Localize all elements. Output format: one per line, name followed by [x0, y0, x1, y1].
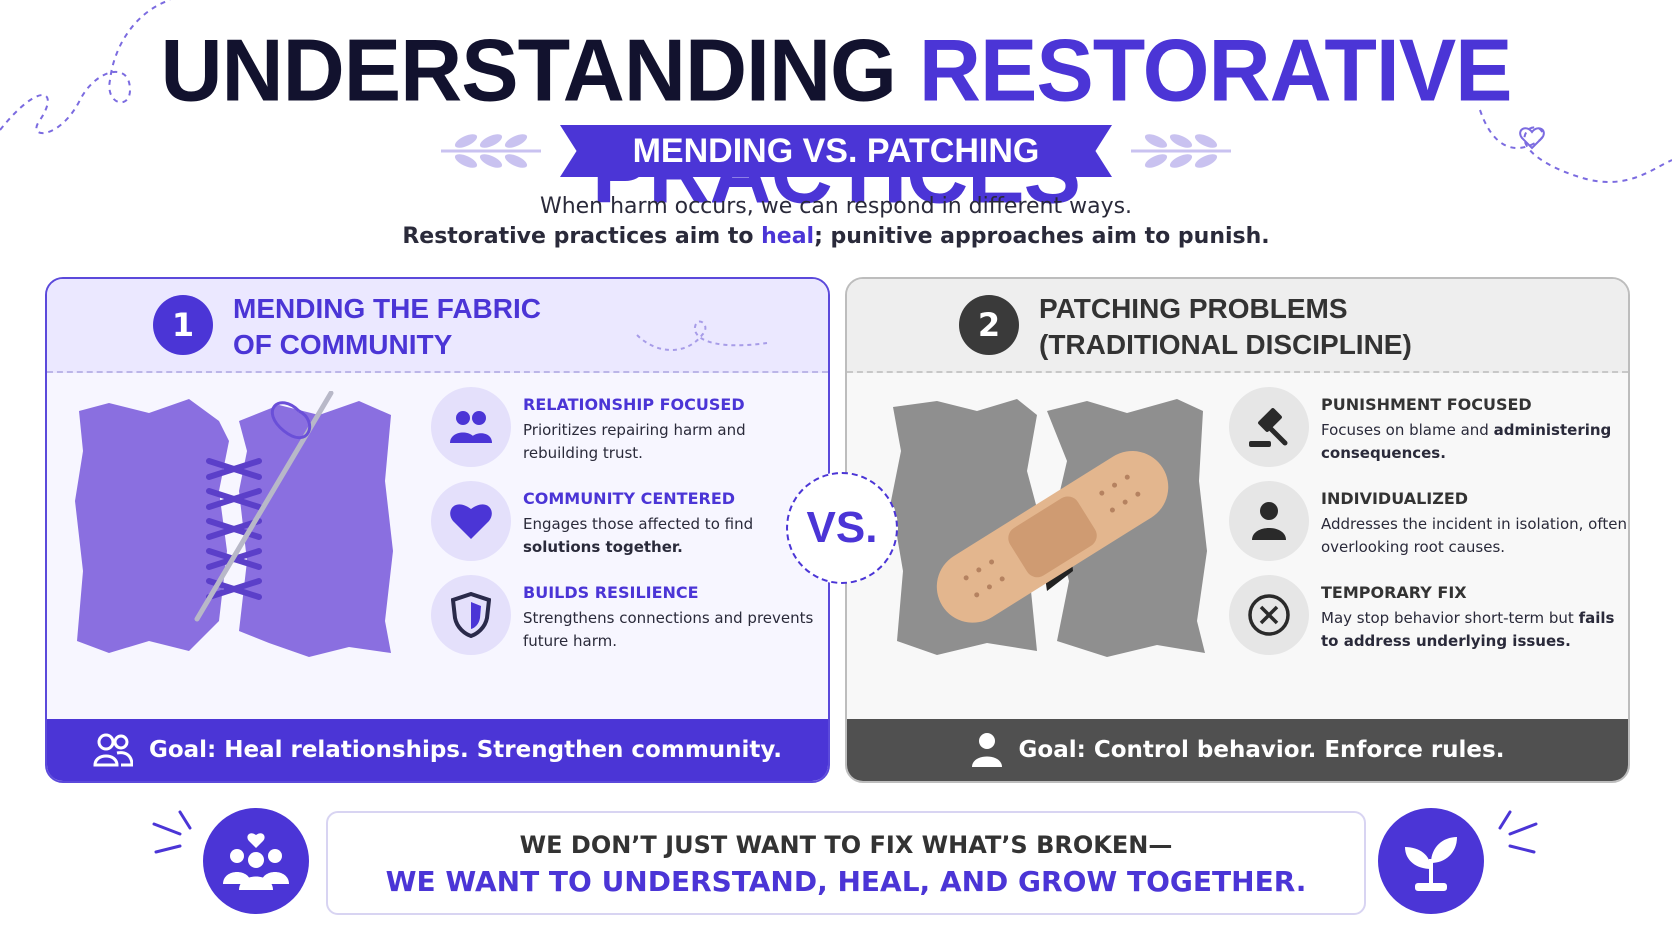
feature-title: TEMPORARY FIX [1321, 583, 1467, 602]
feature-description: Focuses on blame and administering conse… [1321, 419, 1621, 465]
feature-title: INDIVIDUALIZED [1321, 489, 1469, 508]
panel-patching: 2 PATCHING PROBLEMS (TRADITIONAL DISCIPL… [845, 277, 1630, 783]
community-heart-icon [203, 808, 309, 914]
laurel-right-icon [1131, 134, 1231, 168]
feature-description: May stop behavior short-term but fails t… [1321, 607, 1621, 653]
heart-icon [431, 481, 511, 561]
feature-description: Prioritizes repairing harm and rebuildin… [523, 421, 746, 462]
panel-mending: 1 MENDING THE FABRIC OF COMMUNITY [45, 277, 830, 783]
person-outline-icon [971, 733, 1002, 767]
intro-line-2-b: ; punitive approaches aim to punish. [814, 224, 1270, 249]
subtitle-text: MENDING VS. PATCHING [632, 131, 1040, 170]
decorative-swirl-left [0, 0, 171, 134]
decorative-swirl-right [1479, 109, 1672, 183]
closing-quote-box: WE DON’T JUST WANT TO FIX WHAT’S BROKEN—… [326, 811, 1366, 915]
feature-desc-a: Engages those affected to find [523, 515, 754, 533]
quote-line-1: WE DON’T JUST WANT TO FIX WHAT’S BROKEN— [519, 831, 1173, 859]
panel-number-badge: 1 [153, 295, 213, 355]
sprout-icon [1378, 808, 1484, 914]
intro-line-1: When harm occurs, we can respond in diff… [539, 194, 1133, 219]
people-icon [431, 387, 511, 467]
feature-description: Engages those affected to find solutions… [523, 513, 823, 559]
goal-text: Goal: Control behavior. Enforce rules. [1018, 737, 1505, 763]
goal-text: Goal: Heal relationships. Strengthen com… [148, 737, 783, 763]
title-part1: UNDERSTANDING [160, 22, 897, 120]
intro-line-2-a: Restorative practices aim to [402, 224, 762, 249]
x-circle-icon [1229, 575, 1309, 655]
feature-desc-a: Focuses on blame and [1321, 421, 1494, 439]
intro-line-2: Restorative practices aim to heal; punit… [0, 224, 1672, 249]
panel-title-line1: PATCHING PROBLEMS [1039, 293, 1348, 324]
panel-goal-bar: Goal: Heal relationships. Strengthen com… [47, 719, 828, 781]
sparkle-lines-left-icon [152, 810, 192, 854]
group-icon [93, 733, 133, 767]
feature-description: Addresses the incident in isolation, oft… [1321, 515, 1627, 556]
panel-number-badge: 2 [959, 295, 1019, 355]
dashed-heart-decoration-icon [636, 320, 768, 351]
intro-highlight: heal [761, 224, 815, 249]
person-icon [1229, 481, 1309, 561]
feature-description: Strengthens connections and prevents fut… [523, 609, 814, 650]
feature-temporary-fix: TEMPORARY FIX May stop behavior short-te… [1229, 575, 1614, 665]
feature-desc-b: administering consequences. [1321, 421, 1612, 462]
feature-title: PUNISHMENT FOCUSED [1321, 395, 1532, 414]
laurel-left-icon [441, 134, 541, 168]
feature-title: RELATIONSHIP FOCUSED [523, 395, 745, 414]
panel-title-line2: OF COMMUNITY [233, 329, 453, 360]
panel-title: PATCHING PROBLEMS (TRADITIONAL DISCIPLIN… [1039, 291, 1412, 363]
subtitle-ribbon: MENDING VS. PATCHING [560, 125, 1112, 177]
panel-header: 2 PATCHING PROBLEMS (TRADITIONAL DISCIPL… [847, 279, 1628, 373]
panel-goal-bar: Goal: Control behavior. Enforce rules. [847, 719, 1628, 781]
feature-individualized: INDIVIDUALIZED Addresses the incident in… [1229, 481, 1627, 571]
panel-title: MENDING THE FABRIC OF COMMUNITY [233, 291, 541, 363]
panel-title-line1: MENDING THE FABRIC [233, 293, 541, 324]
feature-desc-a: May stop behavior short-term but [1321, 609, 1579, 627]
feature-builds-resilience: BUILDS RESILIENCE Strengthens connection… [431, 575, 813, 665]
sparkle-lines-right-icon [1498, 810, 1538, 854]
torn-fabric-bandage-illustration-icon [891, 399, 1207, 657]
panel-title-line2: (TRADITIONAL DISCIPLINE) [1039, 329, 1412, 360]
gavel-icon [1229, 387, 1309, 467]
feature-title: COMMUNITY CENTERED [523, 489, 736, 508]
feature-title: BUILDS RESILIENCE [523, 583, 699, 602]
mended-fabric-illustration-icon [75, 391, 393, 657]
feature-punishment-focused: PUNISHMENT FOCUSED Focuses on blame and … [1229, 387, 1611, 477]
feature-desc-b: fails to address underlying issues. [1321, 609, 1615, 650]
feature-desc-b: solutions together. [523, 538, 683, 556]
shield-icon [431, 575, 511, 655]
panel-header: 1 MENDING THE FABRIC OF COMMUNITY [47, 279, 828, 373]
feature-community-centered: COMMUNITY CENTERED Engages those affecte… [431, 481, 811, 571]
vs-badge: VS. [786, 472, 898, 584]
quote-line-2: WE WANT TO UNDERSTAND, HEAL, AND GROW TO… [385, 865, 1307, 898]
feature-relationship-focused: RELATIONSHIP FOCUSED Prioritizes repairi… [431, 387, 811, 477]
